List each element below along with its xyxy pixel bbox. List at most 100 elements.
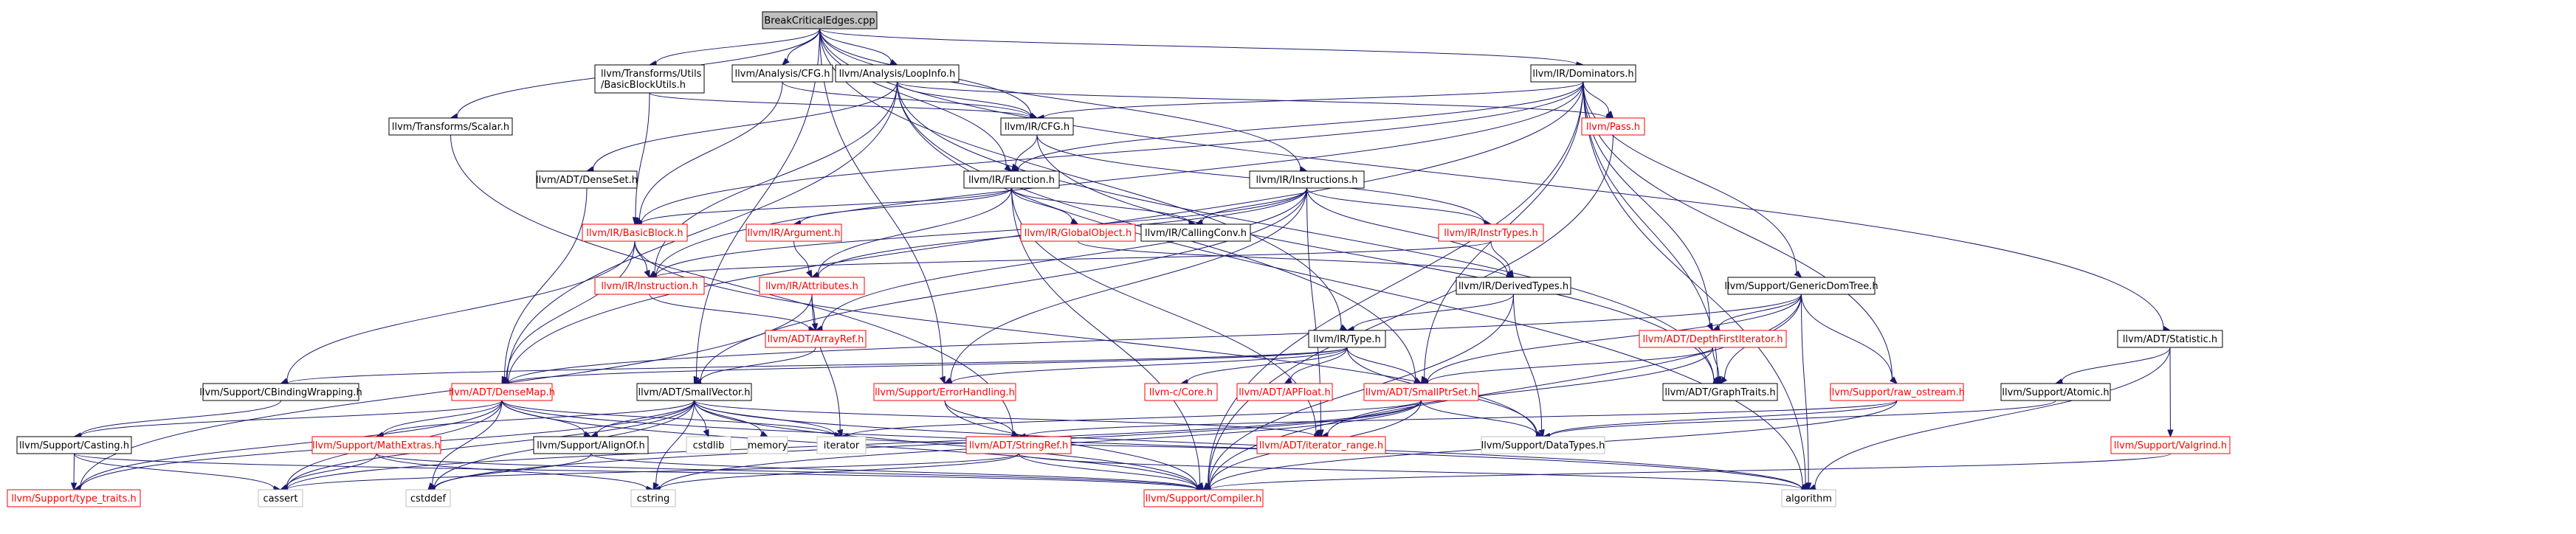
node-adt-smallvector[interactable]: llvm/ADT/SmallVector.h [636, 383, 752, 401]
node-box [1438, 223, 1544, 242]
node-adt-densemap[interactable]: llvm/ADT/DenseMap.h [449, 383, 555, 401]
edge-line [641, 81, 1584, 223]
node-transforms-scalar[interactable]: llvm/Transforms/Scalar.h [388, 117, 513, 136]
edge-line [1011, 187, 1073, 221]
node-cstdlib: cstdlib [686, 436, 731, 454]
node-ir-argument[interactable]: llvm/IR/Argument.h [745, 223, 842, 242]
node-box [1140, 223, 1251, 242]
edge-arrowhead [1890, 376, 1898, 384]
node-box [1000, 117, 1074, 136]
node-box [816, 436, 867, 454]
edge-analysis-loopinfo-to-ir-cfg [897, 81, 1039, 119]
edge-line [74, 453, 275, 489]
node-box [1020, 223, 1136, 242]
node-analysis-cfg[interactable]: llvm/Analysis/CFG.h [731, 64, 833, 83]
edge-support-genericdomtree-to-support-raw-ostream [1801, 294, 1898, 384]
edge-line [1208, 81, 1584, 485]
node-support-casting[interactable]: llvm/Support/Casting.h [16, 436, 132, 454]
node-adt-arrayref[interactable]: llvm/ADT/ArrayRef.h [765, 330, 867, 348]
node-adt-stringref[interactable]: llvm/ADT/StringRef.h [965, 436, 1072, 454]
node-box [745, 223, 842, 242]
node-adt-graphtraits[interactable]: llvm/ADT/GraphTraits.h [1662, 383, 1778, 401]
node-support-type-traits[interactable]: llvm/Support/type_traits.h [7, 489, 141, 507]
node-box [2117, 330, 2223, 348]
node-ir-attributes[interactable]: llvm/IR/Attributes.h [759, 277, 865, 295]
edge-adt-denseset-to-adt-densemap [501, 187, 588, 385]
node-ir-dominators[interactable]: llvm/IR/Dominators.h [1530, 64, 1636, 83]
node-ir-globalobject[interactable]: llvm/IR/GlobalObject.h [1020, 223, 1136, 242]
node-ir-instructions[interactable]: llvm/IR/Instructions.h [1249, 170, 1365, 189]
edge-line [659, 453, 1019, 490]
node-iterator: iterator [816, 436, 867, 454]
edge-line [596, 400, 695, 435]
node-support-datatypes: llvm/Support/DataTypes.h [1481, 436, 1605, 454]
node-label: cstddef [410, 493, 447, 504]
edge-line [1015, 134, 1038, 166]
edge-line [2062, 347, 2171, 382]
edge-transforms-utils-bbu-to-ir-cfg [649, 92, 1039, 121]
node-support-raw-ostream[interactable]: llvm/Support/raw_ostream.h [1829, 383, 1965, 401]
node-box [536, 170, 638, 189]
node-support-errorhandling[interactable]: llvm/Support/ErrorHandling.h [873, 383, 1016, 401]
node-box [582, 223, 688, 242]
node-llvm-c-core[interactable]: llvm-c/Core.h [1144, 383, 1218, 401]
edge-root-to-ir-type [819, 28, 1349, 331]
edge-support-atomic-to-support-datatypes [1542, 400, 2056, 440]
node-box [963, 170, 1060, 189]
node-root: BreakCriticalEdges.cpp [762, 11, 878, 30]
node-adt-denseset[interactable]: llvm/ADT/DenseSet.h [536, 170, 638, 189]
edge-line [1490, 240, 1511, 272]
node-label: llvm/ADT/DenseMap.h [449, 387, 555, 398]
node-ir-pass[interactable]: llvm/Pass.h [1581, 117, 1645, 136]
node-adt-smallptrset[interactable]: llvm/ADT/SmallPtrSet.h [1363, 383, 1479, 401]
edge-ir-dominators-to-ir-pass [1583, 81, 1614, 119]
node-adt-statistic[interactable]: llvm/ADT/Statistic.h [2117, 330, 2223, 348]
edge-ir-instructions-to-ir-instrtypes [1306, 187, 1492, 226]
edge-line [811, 294, 841, 431]
edge-line [951, 347, 1348, 384]
node-label: llvm/ADT/DenseSet.h [536, 175, 638, 186]
node-support-genericdomtree[interactable]: llvm/Support/GenericDomTree.h [1724, 277, 1878, 295]
edge-ir-function-to-ir-globalobject [1011, 187, 1079, 225]
node-ir-function[interactable]: llvm/IR/Function.h [963, 170, 1060, 189]
edge-line [286, 400, 695, 489]
node-ir-callingconv[interactable]: llvm/IR/CallingConv.h [1140, 223, 1251, 242]
edge-arrowhead [1506, 269, 1515, 279]
node-label: llvm/Support/Casting.h [19, 440, 129, 451]
node-adt-depthfirstiterator[interactable]: llvm/ADT/DepthFirstIterator.h [1639, 330, 1787, 348]
node-analysis-loopinfo[interactable]: llvm/Analysis/LoopInfo.h [835, 64, 960, 83]
edge-root-to-ir-instructions [819, 28, 1308, 173]
node-support-cbindingwrapping[interactable]: llvm/Support/CBindingWrapping.h [199, 383, 362, 401]
edge-arrowhead [703, 429, 709, 438]
node-ir-derivedtypes[interactable]: llvm/IR/DerivedTypes.h [1456, 277, 1571, 295]
edge-line [822, 187, 1307, 329]
node-support-compiler[interactable]: llvm/Support/Compiler.h [1143, 489, 1264, 507]
node-label: llvm/Support/Compiler.h [1146, 493, 1261, 504]
node-ir-cfg[interactable]: llvm/IR/CFG.h [1000, 117, 1074, 136]
node-ir-instruction[interactable]: llvm/IR/Instruction.h [594, 277, 705, 295]
node-adt-apfloat[interactable]: llvm/ADT/APFloat.h [1236, 383, 1333, 401]
edge-analysis-loopinfo-to-algorithm [897, 81, 1810, 490]
node-box [1143, 489, 1264, 507]
node-ir-instrtypes[interactable]: llvm/IR/InstrTypes.h [1438, 223, 1544, 242]
node-adt-iterator-range[interactable]: llvm/ADT/iterator_range.h [1256, 436, 1386, 454]
edge-arrowhead [1420, 375, 1428, 385]
node-support-alignof[interactable]: llvm/Support/AlignOf.h [533, 436, 649, 454]
node-support-atomic[interactable]: llvm/Support/Atomic.h [2000, 383, 2111, 401]
node-ir-type[interactable]: llvm/IR/Type.h [1308, 330, 1386, 348]
edge-line [432, 400, 503, 485]
node-label: llvm/IR/CallingConv.h [1145, 228, 1247, 239]
edge-line [1024, 400, 1898, 437]
node-transforms-utils-bbu[interactable]: llvm/Transforms/Utils/BasicBlockUtils.h [594, 64, 705, 94]
node-box [1727, 277, 1876, 295]
edge-ir-type-to-support-errorhandling [943, 347, 1348, 386]
node-support-valgrind[interactable]: llvm/Support/Valgrind.h [2110, 436, 2231, 454]
node-label: llvm/ADT/ArrayRef.h [768, 334, 864, 345]
edge-line [695, 28, 820, 378]
edge-ir-dominators-to-support-genericdomtree [1583, 81, 1802, 278]
edge-arrowhead [1719, 376, 1728, 385]
edge-adt-smallvector-to-cstring [652, 400, 695, 491]
node-ir-basicblock[interactable]: llvm/IR/BasicBlock.h [582, 223, 688, 242]
edge-root-to-ir-function [819, 28, 1013, 172]
node-support-mathextras[interactable]: llvm/Support/MathExtras.h [311, 436, 441, 454]
